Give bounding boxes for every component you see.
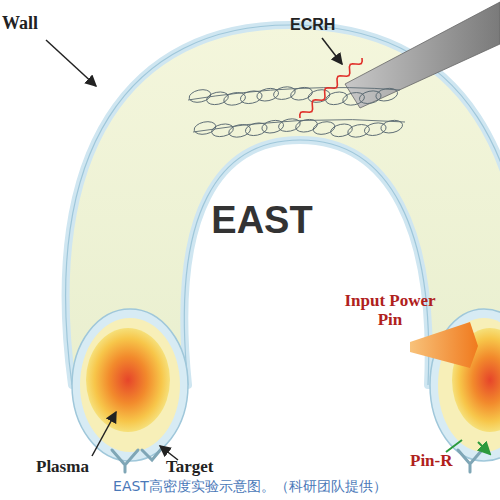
plasma-core — [86, 328, 170, 432]
leader-plasma — [92, 412, 116, 456]
divertor-target — [112, 448, 162, 472]
pin-r-label: Pin-R — [410, 452, 453, 471]
leader-wall — [46, 40, 96, 86]
ecrh-launcher — [345, 2, 500, 108]
wall-inner-outline — [184, 140, 428, 385]
plasma-label: Plasma — [36, 458, 89, 477]
input-power-arrow — [410, 322, 478, 368]
field-loop — [347, 123, 371, 139]
wall-label: Wall — [2, 14, 38, 34]
field-loop — [261, 119, 285, 135]
input-power-label: Input Power Pin — [334, 292, 446, 329]
field-lines — [188, 85, 405, 139]
radiation-arrows — [446, 440, 490, 454]
vessel-section — [72, 309, 188, 461]
figure-caption: EAST高密度实验示意图。（科研团队提供） — [0, 478, 500, 496]
ecrh-wave — [300, 58, 362, 118]
torus-title: EAST — [211, 200, 312, 242]
target-label: Target — [166, 458, 214, 477]
field-loop — [256, 87, 280, 103]
field-line — [188, 88, 400, 100]
vessel-interior — [80, 318, 180, 452]
field-loop — [342, 91, 366, 107]
leader-ecrh — [322, 38, 342, 64]
divertor-target-right — [458, 450, 482, 472]
field-line — [193, 120, 405, 132]
ecrh-label: ECRH — [290, 16, 335, 34]
